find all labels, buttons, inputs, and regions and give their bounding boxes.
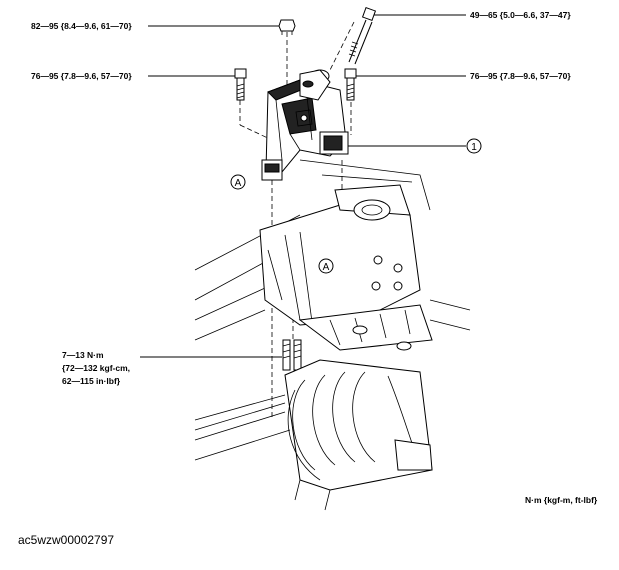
bolt-left bbox=[234, 68, 247, 101]
intake-manifold bbox=[194, 359, 433, 511]
torque-label-stud-line3: 62—115 in·lbf} bbox=[62, 376, 121, 386]
torque-label-top-right: 49—65 {5.0—6.6, 37—47} bbox=[470, 10, 571, 20]
torque-label-stud-line2: {72—132 kgf-cm, bbox=[62, 363, 130, 373]
figure-caption: ac5wzw00002797 bbox=[18, 533, 115, 547]
torque-label-top-left: 82—95 {8.4—9.6, 61—70} bbox=[31, 21, 132, 31]
engine-mount-bracket bbox=[261, 69, 349, 181]
torque-label-mid-left: 76—95 {7.8—9.6, 57—70} bbox=[31, 71, 132, 81]
bolt-right bbox=[344, 68, 357, 101]
bolt-top-right bbox=[348, 6, 377, 65]
callout-a-upper-label: A bbox=[235, 178, 242, 189]
callout-1-label: 1 bbox=[471, 142, 477, 153]
torque-label-mid-right: 76—95 {7.8—9.6, 57—70} bbox=[470, 71, 571, 81]
callout-a-lower-label: A bbox=[323, 262, 330, 273]
nut-top bbox=[278, 19, 296, 35]
units-note: N·m {kgf-m, ft-lbf} bbox=[525, 495, 598, 505]
callout-a-lower: A bbox=[318, 258, 334, 274]
stud-bolts bbox=[282, 339, 302, 371]
engine-body bbox=[194, 159, 471, 351]
callout-1: 1 bbox=[466, 138, 482, 154]
torque-label-stud-line1: 7—13 N·m bbox=[62, 350, 104, 360]
callout-a-upper: A bbox=[230, 174, 246, 190]
leader-lines bbox=[140, 14, 466, 358]
